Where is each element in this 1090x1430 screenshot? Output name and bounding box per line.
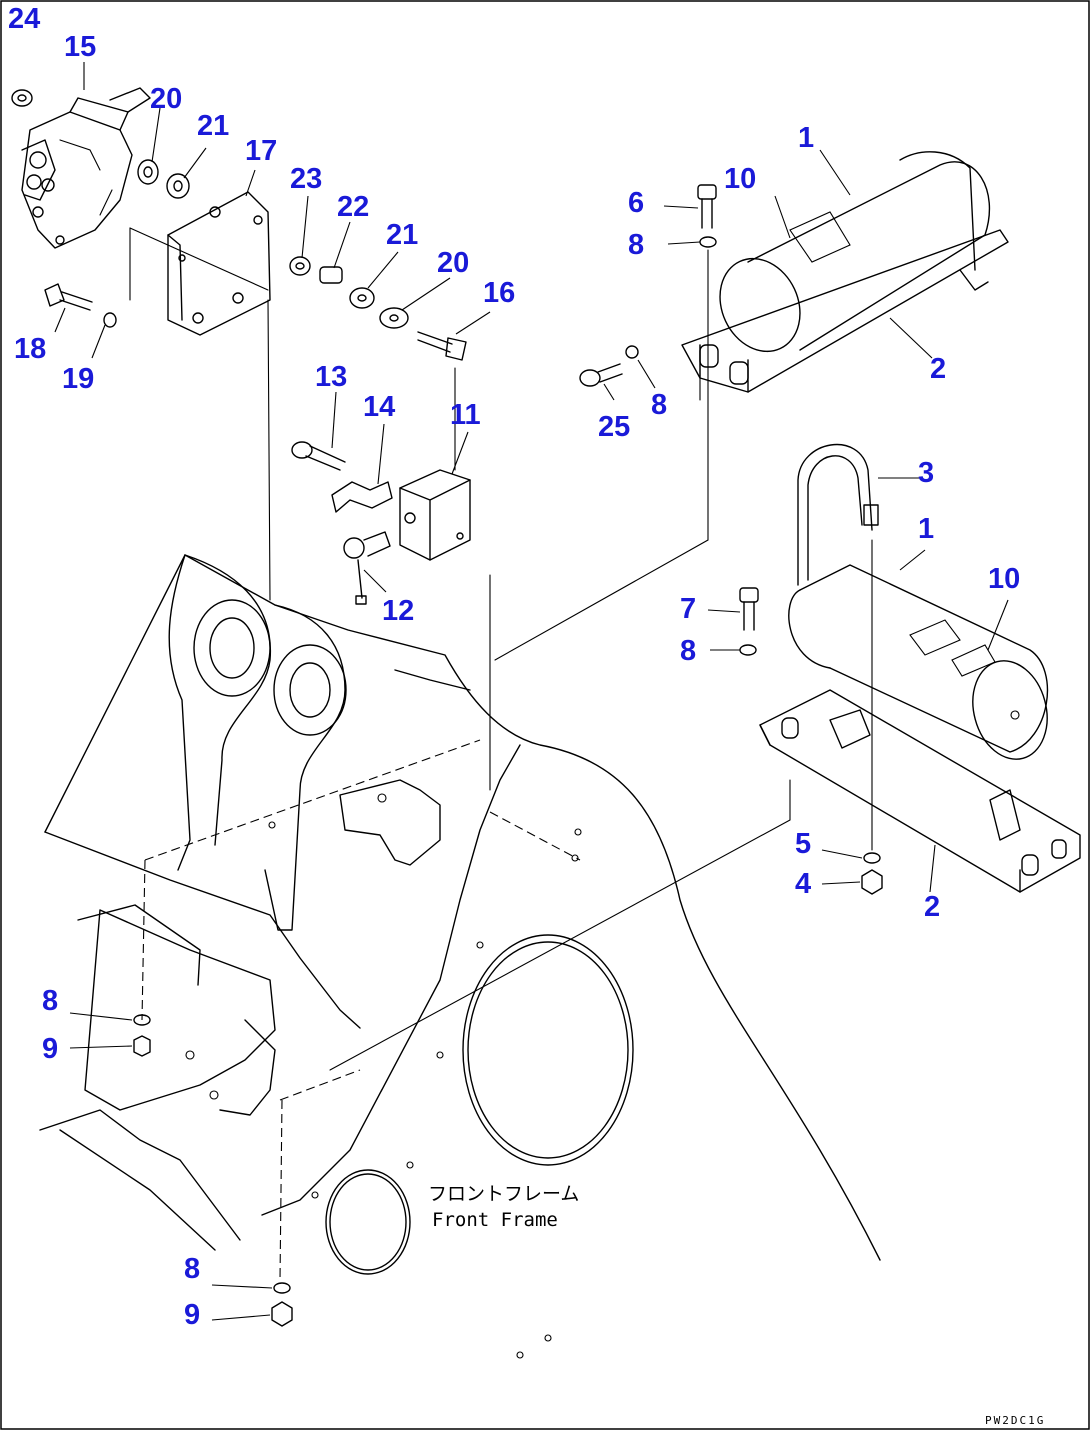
callout-8: 8 [680, 635, 696, 667]
callouts: 24 15 20 21 17 23 22 21 20 16 18 19 13 1… [8, 3, 1020, 1331]
collar-22 [319, 266, 343, 284]
washer-8-side [625, 345, 639, 359]
callout-8: 8 [651, 389, 667, 421]
cylinder-1-upper [719, 151, 991, 353]
bolt-7 [739, 587, 759, 631]
bolt-18 [44, 283, 93, 311]
leader-lines [54, 62, 1009, 1321]
callout-9: 9 [42, 1033, 58, 1065]
callout-11: 11 [450, 399, 481, 431]
bracket-2-lower [759, 689, 1081, 893]
bolt-16 [417, 331, 467, 361]
block-11 [399, 469, 471, 561]
u-bolt-3 [797, 443, 879, 586]
callout-4: 4 [795, 868, 811, 900]
callout-21: 21 [197, 110, 229, 142]
nut-9-bottom [271, 1301, 293, 1327]
nut-4 [861, 869, 883, 895]
callout-17: 17 [245, 135, 277, 167]
callout-5: 5 [795, 828, 811, 860]
callout-8: 8 [42, 985, 58, 1017]
front-frame-label-jp: フロントフレーム [428, 1183, 579, 1205]
drawing-code: PW2DC1G [985, 1414, 1045, 1427]
callout-13: 13 [315, 361, 347, 393]
callout-10: 10 [988, 563, 1020, 595]
callout-21: 21 [386, 219, 418, 251]
washer-8-lower-left [133, 1014, 151, 1026]
bolt-25 [579, 363, 623, 387]
bolt-13 [291, 441, 346, 471]
nut-9-lower-left [133, 1035, 151, 1057]
callout-23: 23 [290, 163, 322, 195]
callout-2: 2 [924, 891, 940, 923]
callout-3: 3 [918, 457, 934, 489]
washer-20-lower [379, 307, 409, 329]
callout-1: 1 [918, 513, 934, 545]
clamp-14 [331, 481, 393, 513]
washer-19 [103, 312, 117, 328]
callout-9: 9 [184, 1299, 200, 1331]
nut-24 [11, 89, 33, 107]
washer-8-top [699, 236, 717, 248]
callout-14: 14 [363, 391, 395, 423]
callout-8: 8 [184, 1253, 200, 1285]
washer-23 [289, 256, 311, 276]
callout-24: 24 [8, 3, 40, 35]
bolt-6 [697, 184, 717, 229]
callout-7: 7 [680, 593, 696, 625]
front-frame [39, 554, 881, 1359]
callout-16: 16 [483, 277, 515, 309]
callout-20: 20 [437, 247, 469, 279]
callout-6: 6 [628, 187, 644, 219]
sensor-12 [343, 531, 391, 605]
callout-18: 18 [14, 333, 46, 365]
callout-22: 22 [337, 191, 369, 223]
washer-8-lower-right [739, 644, 757, 656]
callout-2: 2 [930, 353, 946, 385]
front-frame-label-en: Front Frame [432, 1209, 558, 1231]
bracket-2-upper [681, 229, 1009, 393]
callout-10: 10 [724, 163, 756, 195]
assembly-lines [129, 227, 873, 1281]
washer-5 [863, 852, 881, 864]
washer-21-lower [349, 287, 375, 309]
washer-8-bottom [273, 1282, 291, 1294]
washer-20-upper [137, 159, 159, 185]
callout-8: 8 [628, 229, 644, 261]
callout-12: 12 [382, 595, 414, 627]
callout-20: 20 [150, 83, 182, 115]
callout-15: 15 [64, 31, 96, 63]
callout-25: 25 [598, 411, 630, 443]
valve-assembly-15 [21, 87, 151, 249]
callout-19: 19 [62, 363, 94, 395]
bracket-17 [167, 191, 271, 336]
callout-1: 1 [798, 122, 814, 154]
cylinder-1-lower [788, 564, 1049, 760]
washer-21-upper [166, 173, 190, 199]
